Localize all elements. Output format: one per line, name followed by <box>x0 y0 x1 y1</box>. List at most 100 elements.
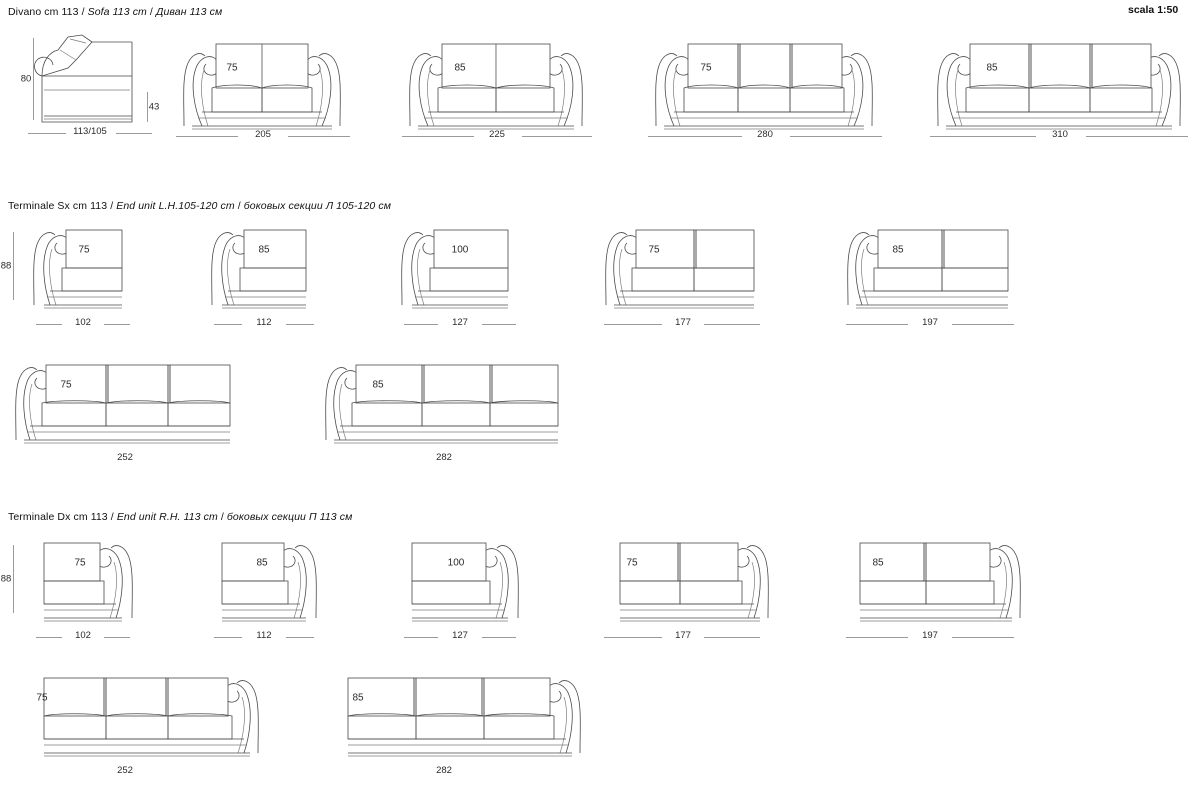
drawing-sofa-3seat-75: 75 280 <box>644 30 884 140</box>
section-title-terminale-sx: Terminale Sx cm 113 / End unit L.H.105-1… <box>8 200 391 212</box>
cushion-label-75: 75 <box>700 62 712 74</box>
dim-rule-197-right <box>952 324 1014 325</box>
dim-rule-127-right <box>482 324 516 325</box>
dim-rule-102-right <box>104 324 130 325</box>
section-title-divano: Divano cm 113 / Sofa 113 cm / Диван 113 … <box>8 6 222 18</box>
dim-width-197: 197 <box>922 317 938 328</box>
drawing-side-elevation: 80 43 113/105 <box>20 30 160 137</box>
end-rh-3seat-85-svg <box>347 677 581 757</box>
end-lh-1seat-75-svg <box>33 229 123 309</box>
cushion-label-75: 75 <box>36 692 48 704</box>
drawing-sofa-2seat-75: 75 205 <box>172 30 352 140</box>
dim-seat-height-43: 43 <box>148 101 160 113</box>
section-title-dx-ru: боковых секции П 113 см <box>226 511 353 523</box>
drawing-sofa-2seat-85: 85 225 <box>398 30 594 140</box>
cushion-label-85: 85 <box>352 692 364 704</box>
drawing-end-rh-3seat-85: 85 282 <box>318 673 588 776</box>
dim-rule-177-left <box>604 637 662 638</box>
dim-width-280: 280 <box>757 129 773 140</box>
dim-rule-177-right <box>704 324 760 325</box>
end-lh-1seat-85-svg <box>211 229 307 309</box>
sofa-2seat-85-svg <box>409 43 583 130</box>
dim-width-112: 112 <box>256 630 272 641</box>
cushion-label-75: 75 <box>60 379 72 391</box>
end-rh-1seat-85-svg <box>221 542 317 622</box>
sep-3: / <box>107 200 117 212</box>
sep-2: / <box>146 6 156 18</box>
dim-rule-177-right <box>704 637 760 638</box>
dim-rule-280-right <box>790 136 882 137</box>
cushion-label-100: 100 <box>447 557 465 569</box>
drawing-end-rh-2seat-75: 75 177 <box>598 538 776 641</box>
cushion-label-85: 85 <box>256 557 268 569</box>
drawing-end-lh-1seat-100: 100 127 <box>390 225 530 328</box>
dim-rule-height-80 <box>33 38 34 120</box>
end-lh-2seat-75-svg <box>605 229 755 309</box>
dim-rule-102-left <box>36 324 62 325</box>
dim-width-310: 310 <box>1052 129 1068 140</box>
dim-width-225: 225 <box>489 129 505 140</box>
dim-rule-225-left <box>402 136 474 137</box>
dim-width-252: 252 <box>117 765 133 776</box>
cushion-label-85: 85 <box>872 557 884 569</box>
dim-rule-dx-height-88 <box>13 545 14 613</box>
dim-rule-width-right <box>116 133 152 134</box>
dim-rule-197-left <box>846 637 908 638</box>
dim-rule-310-right <box>1086 136 1188 137</box>
drawing-end-lh-2seat-85: 85 197 <box>840 225 1028 328</box>
cushion-label-75: 75 <box>626 557 638 569</box>
dim-rule-seat-43 <box>147 92 148 122</box>
sep-6: / <box>217 511 227 523</box>
sofa-3seat-75-svg <box>655 43 873 130</box>
sofa-3seat-85-svg <box>937 43 1181 130</box>
end-lh-2seat-85-svg <box>847 229 1009 309</box>
drawing-end-rh-1seat-75: 75 102 <box>22 538 144 641</box>
dim-width-252: 252 <box>117 452 133 463</box>
section-title-sx-en: End unit L.H.105-120 cm <box>116 200 235 212</box>
end-lh-3seat-85-svg <box>325 364 559 444</box>
dim-width-127: 127 <box>452 317 468 328</box>
dim-rule-225-right <box>522 136 592 137</box>
dim-width-102: 102 <box>75 630 91 641</box>
section-title-dx-it: Terminale Dx cm 113 <box>8 511 108 523</box>
dim-width-102: 102 <box>75 317 91 328</box>
side-elevation-svg <box>34 34 133 123</box>
dim-rule-112-left <box>214 637 242 638</box>
dim-rule-112-right <box>286 324 314 325</box>
dim-rule-280-left <box>648 136 742 137</box>
drawing-end-lh-1seat-75: 75 102 <box>22 225 144 328</box>
dim-sx-height-88: 88 <box>0 260 12 272</box>
dim-dx-height-88: 88 <box>0 573 12 585</box>
cushion-label-85: 85 <box>986 62 998 74</box>
drawing-end-rh-1seat-85: 85 112 <box>200 538 328 641</box>
dim-rule-127-left <box>404 637 438 638</box>
dim-rule-102-right <box>104 637 130 638</box>
dim-rule-177-left <box>604 324 662 325</box>
end-lh-3seat-75-svg <box>15 364 231 444</box>
dim-width-282: 282 <box>436 452 452 463</box>
dim-height-80: 80 <box>20 73 32 85</box>
dim-width-112: 112 <box>256 317 272 328</box>
dim-width-197: 197 <box>922 630 938 641</box>
dim-width-127: 127 <box>452 630 468 641</box>
sep-1: / <box>78 6 88 18</box>
cushion-label-100: 100 <box>451 244 469 256</box>
cushion-label-75: 75 <box>226 62 238 74</box>
dim-rule-sx-height-88 <box>13 232 14 300</box>
drawing-end-rh-3seat-75: 75 252 <box>8 673 266 776</box>
dim-rule-112-left <box>214 324 242 325</box>
section-title-divano-it: Divano cm 113 <box>8 6 79 18</box>
scale-note: scala 1:50 <box>1128 4 1179 16</box>
drawing-end-rh-2seat-85: 85 197 <box>840 538 1028 641</box>
dim-width-282: 282 <box>436 765 452 776</box>
drawing-end-lh-3seat-85: 85 282 <box>318 360 588 463</box>
section-title-dx-en: End unit R.H. 113 cm <box>116 511 218 523</box>
dim-rule-127-left <box>404 324 438 325</box>
dim-width-177: 177 <box>675 630 691 641</box>
section-title-divano-ru: Диван 113 см <box>155 6 223 18</box>
cushion-label-75: 75 <box>74 557 86 569</box>
dim-rule-112-right <box>286 637 314 638</box>
cushion-label-85: 85 <box>454 62 466 74</box>
cushion-label-85: 85 <box>258 244 270 256</box>
dim-rule-205-left <box>176 136 238 137</box>
